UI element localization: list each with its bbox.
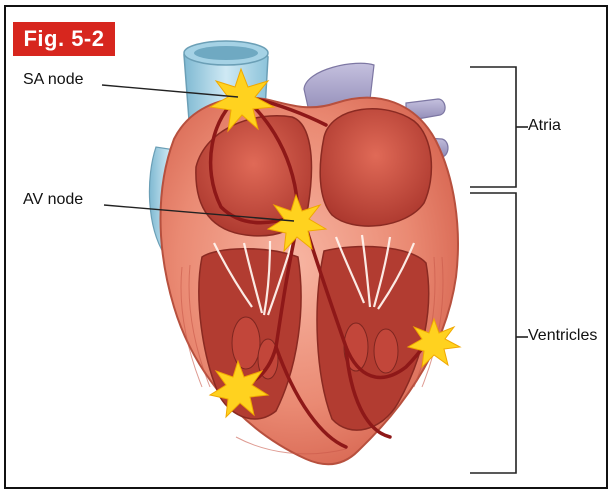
heart-conduction-figure: Fig. 5-2 SA node AV node Atria Ventricle… bbox=[4, 5, 608, 489]
ventricles-bracket bbox=[470, 193, 528, 473]
heart-illustration bbox=[6, 7, 608, 489]
sa-node-label: SA node bbox=[23, 71, 84, 89]
ventricles-label: Ventricles bbox=[528, 327, 597, 345]
atria-label: Atria bbox=[528, 117, 561, 135]
av-node-label: AV node bbox=[23, 191, 83, 209]
atria-bracket bbox=[470, 67, 528, 187]
left-atrium bbox=[320, 109, 431, 226]
figure-badge: Fig. 5-2 bbox=[13, 22, 115, 56]
left-ventricle bbox=[317, 247, 429, 431]
